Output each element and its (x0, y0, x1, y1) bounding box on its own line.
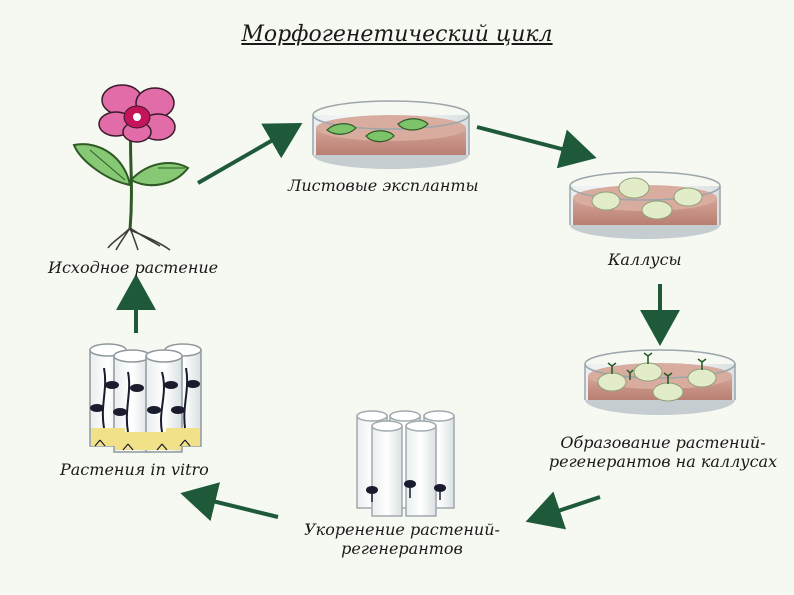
cycle-arrows (116, 123, 680, 530)
arrow-regenerants-to-rooting (525, 491, 601, 530)
title: Морфогенетический цикл (241, 22, 553, 47)
arrow-explants-to-calluses (476, 125, 597, 169)
source-plant-image (72, 84, 190, 251)
label-source-plant: Исходное растение (48, 258, 219, 277)
label-rooting-line2: регенерантов (341, 539, 463, 558)
label-rooting: Укоренение растений- регенерантов (292, 520, 512, 558)
rooting-tubes (356, 410, 455, 517)
label-regenerants: Образование растений- регенерантов на ка… (532, 433, 794, 471)
label-rooting-line1: Укоренение растений- (304, 520, 500, 539)
label-regenerants-line2: регенерантов на каллусах (548, 452, 778, 471)
label-leaf-explants: Листовые экспланты (288, 176, 479, 195)
callus-dish (569, 171, 721, 239)
regenerants-dish (584, 349, 736, 415)
label-calluses: Каллусы (608, 250, 682, 269)
label-in-vitro: Растения in vitro (60, 460, 209, 479)
leaf-explants-dish (312, 100, 470, 169)
arrow-plant-to-explants (197, 123, 303, 185)
in-vitro-tubes (89, 343, 202, 453)
label-regenerants-line1: Образование растений- (560, 433, 766, 452)
arrow-rooting-to-invitro (180, 482, 279, 522)
